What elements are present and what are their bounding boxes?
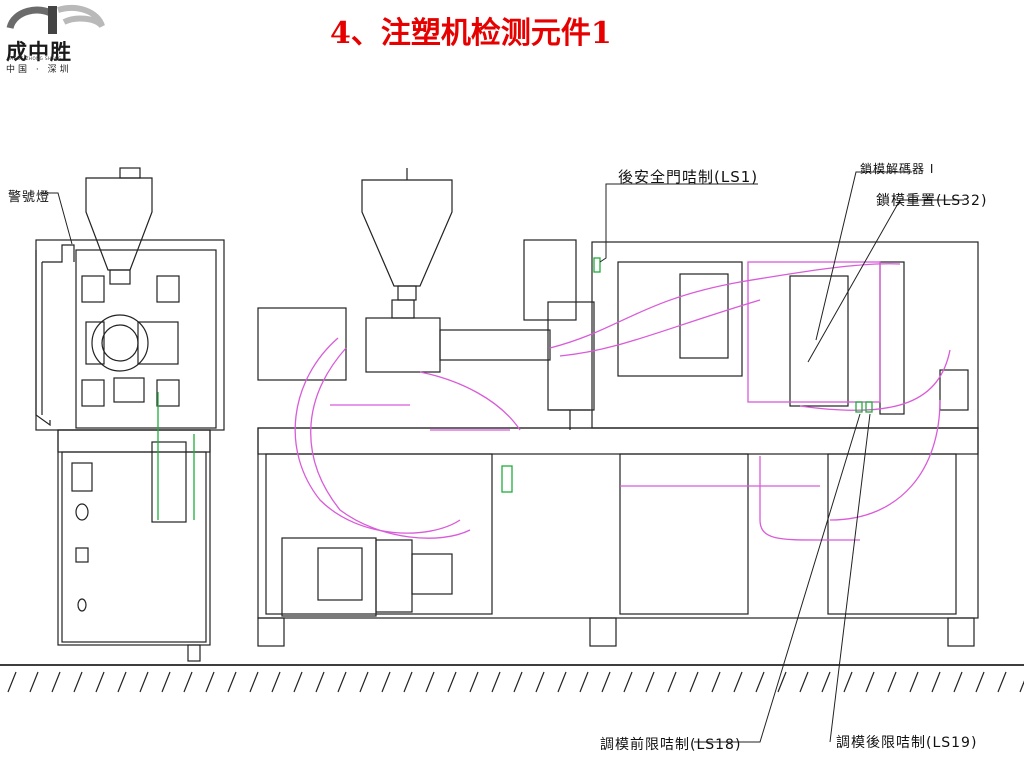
label-warning-light: 警號燈 (8, 190, 51, 205)
hatch-mark (865, 671, 875, 693)
hatch-mark (29, 671, 39, 693)
hatch-mark (579, 671, 589, 693)
hatch-mark (403, 671, 413, 693)
label-mold-adjust-rear: 調模後限咭制(LS19) (836, 735, 978, 751)
hatch-mark (843, 671, 853, 693)
label-mold-lock-decoder: 鎖模解碼器 I (860, 162, 935, 176)
hatch-mark (1019, 680, 1024, 693)
hatch-mark (601, 671, 611, 693)
hatch-mark (997, 671, 1007, 693)
hatch-mark (623, 671, 633, 693)
hatch-mark (161, 671, 171, 693)
hydraulic-hoses (294, 261, 951, 541)
hatch-mark (557, 671, 567, 693)
hatch-mark (469, 671, 479, 693)
hatch-mark (821, 671, 831, 693)
hatch-mark (183, 671, 193, 693)
hatch-mark (117, 671, 127, 693)
hatch-mark (755, 671, 765, 693)
hatch-mark (447, 671, 457, 693)
logo-location-text: 中国 · 深圳 (6, 65, 72, 75)
logo-english-text: CHENG ZHONG SHENG (7, 56, 62, 61)
sensor-markers (157, 257, 873, 520)
label-rear-safety-door: 後安全門咭制(LS1) (618, 168, 759, 186)
hatch-mark (425, 671, 435, 693)
hatch-mark (645, 671, 655, 693)
hatch-mark (51, 671, 61, 693)
hatch-mark (7, 671, 17, 693)
hatch-mark (205, 671, 215, 693)
hatch-mark (931, 671, 941, 693)
hatch-mark (909, 671, 919, 693)
hatch-mark (953, 671, 963, 693)
hatch-mark (359, 671, 369, 693)
label-mold-lock-reset: 鎖模重置(LS32) (876, 193, 988, 209)
logo-mark-icon (6, 5, 105, 34)
hatch-mark (777, 671, 787, 693)
ground-hatch (7, 671, 1024, 693)
front-view-machine (257, 168, 979, 647)
hatch-mark (711, 671, 721, 693)
hatch-mark (667, 671, 677, 693)
hatch-mark (227, 671, 237, 693)
hatch-mark (95, 671, 105, 693)
logo-text: 成中胜 (6, 40, 72, 64)
hatch-mark (315, 671, 325, 693)
hatch-mark (535, 671, 545, 693)
company-logo: 成中胜 CHENG ZHONG SHENG 中国 · 深圳 (0, 0, 120, 78)
hatch-mark (381, 671, 391, 693)
hatch-mark (271, 671, 281, 693)
hatch-mark (337, 671, 347, 693)
hatch-mark (249, 671, 259, 693)
leader-lines (40, 171, 964, 743)
hatch-mark (887, 671, 897, 693)
hatch-mark (799, 671, 809, 693)
hatch-mark (513, 671, 523, 693)
hatch-mark (491, 671, 501, 693)
hatch-mark (733, 671, 743, 693)
hatch-mark (73, 671, 83, 693)
hatch-mark (139, 671, 149, 693)
label-mold-adjust-front: 調模前限咭制(LS18) (600, 737, 742, 753)
side-view-machine (35, 167, 225, 662)
slide-title: 4、注塑机检测元件1 (330, 16, 612, 51)
hatch-mark (975, 671, 985, 693)
hatch-mark (293, 671, 303, 693)
hatch-mark (689, 671, 699, 693)
